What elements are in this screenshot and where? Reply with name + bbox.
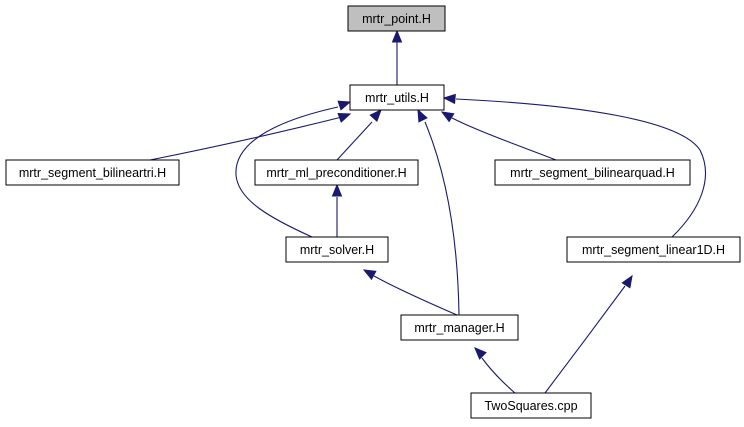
node-manager[interactable]: mrtr_manager.H — [400, 314, 519, 341]
node-label: mrtr_ml_preconditioner.H — [266, 166, 406, 180]
edge-line — [235, 106, 339, 238]
arrowhead-icon — [621, 274, 633, 289]
node-box — [254, 159, 419, 186]
edge-line — [481, 357, 516, 394]
node-label: mrtr_solver.H — [300, 243, 374, 257]
edge-manager-to-solver — [362, 269, 458, 316]
edge-line — [336, 121, 373, 161]
edge-line — [451, 117, 557, 161]
edge-solver-to-utils — [235, 100, 352, 238]
node-twosquares[interactable]: TwoSquares.cpp — [470, 392, 592, 419]
arrowhead-icon — [362, 269, 377, 281]
node-bilinearquad[interactable]: mrtr_segment_bilinearquad.H — [494, 159, 691, 186]
arrowhead-icon — [417, 108, 428, 123]
arrowhead-icon — [337, 100, 352, 111]
edge-bilinearquad-to-utils — [440, 111, 557, 161]
arrowhead-icon — [337, 113, 352, 123]
node-bilineartri[interactable]: mrtr_segment_bilineartri.H — [5, 159, 180, 186]
node-linear1d[interactable]: mrtr_segment_linear1D.H — [566, 236, 741, 263]
edge-twosquares-to-manager — [474, 347, 516, 394]
arrowhead-icon — [440, 111, 455, 123]
node-utils[interactable]: mrtr_utils.H — [349, 84, 445, 111]
edge-bilineartri-to-utils — [149, 113, 352, 161]
edge-twosquares-to-linear1d — [544, 274, 633, 394]
edge-solver-to-preconditioner — [331, 183, 343, 237]
node-label: mrtr_manager.H — [414, 321, 504, 335]
edge-line — [424, 121, 460, 316]
nodes-layer: mrtr_point.H mrtr_utils.H mrtr_segment_bil… — [5, 5, 741, 419]
arrowhead-icon — [442, 93, 456, 105]
node-label: TwoSquares.cpp — [484, 399, 577, 413]
node-box — [5, 159, 180, 186]
arrowhead-icon — [369, 109, 382, 123]
node-label: mrtr_utils.H — [365, 91, 429, 105]
node-label: mrtr_point.H — [362, 12, 431, 26]
edge-preconditioner-to-utils — [336, 109, 382, 161]
node-label: mrtr_segment_linear1D.H — [582, 243, 725, 257]
edge-utils-to-point — [391, 29, 403, 85]
arrowhead-icon — [391, 29, 403, 43]
edge-line — [149, 116, 343, 161]
node-box — [347, 5, 446, 32]
edge-line — [544, 285, 626, 394]
node-box — [400, 314, 519, 341]
node-box — [285, 236, 389, 263]
node-preconditioner[interactable]: mrtr_ml_preconditioner.H — [254, 159, 419, 186]
node-label: mrtr_segment_bilinearquad.H — [510, 166, 675, 180]
edge-line — [373, 275, 458, 316]
node-box — [566, 236, 741, 263]
node-label: mrtr_segment_bilineartri.H — [19, 166, 166, 180]
arrowhead-icon — [331, 183, 343, 197]
node-point: mrtr_point.H — [347, 5, 446, 32]
edges-layer — [149, 29, 707, 394]
edge-linear1d-to-utils — [442, 93, 707, 238]
node-box — [494, 159, 691, 186]
edge-line — [455, 98, 707, 238]
arrowhead-icon — [474, 347, 487, 360]
node-solver[interactable]: mrtr_solver.H — [285, 236, 389, 263]
node-box — [349, 84, 445, 111]
node-box — [470, 392, 592, 419]
edge-manager-to-utils — [417, 108, 460, 316]
